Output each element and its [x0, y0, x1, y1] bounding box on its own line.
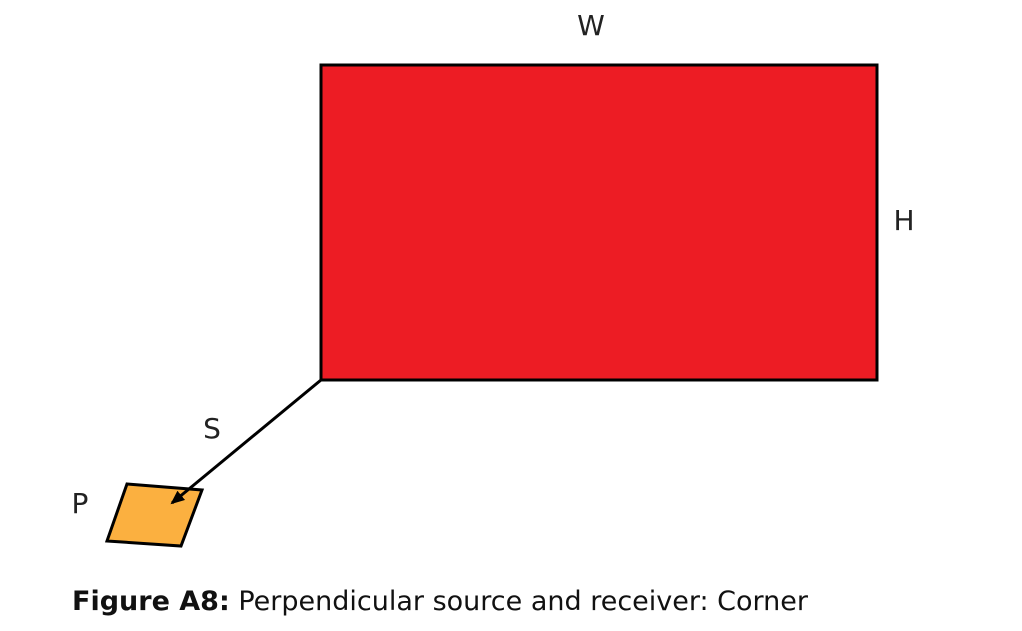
receiver-patch	[104, 482, 205, 548]
figure-caption: Figure A8: Perpendicular source and rece…	[72, 586, 808, 618]
width-label: W	[577, 9, 605, 42]
figure-caption-text: Perpendicular source and receiver: Corne…	[238, 586, 808, 617]
height-label: H	[893, 204, 914, 237]
figure-caption-number: Figure A8:	[72, 586, 230, 617]
receiver-label: P	[72, 487, 89, 520]
source-distance-label: S	[203, 412, 221, 445]
source-rectangle	[319, 63, 879, 382]
distance-arrow	[170, 378, 322, 505]
